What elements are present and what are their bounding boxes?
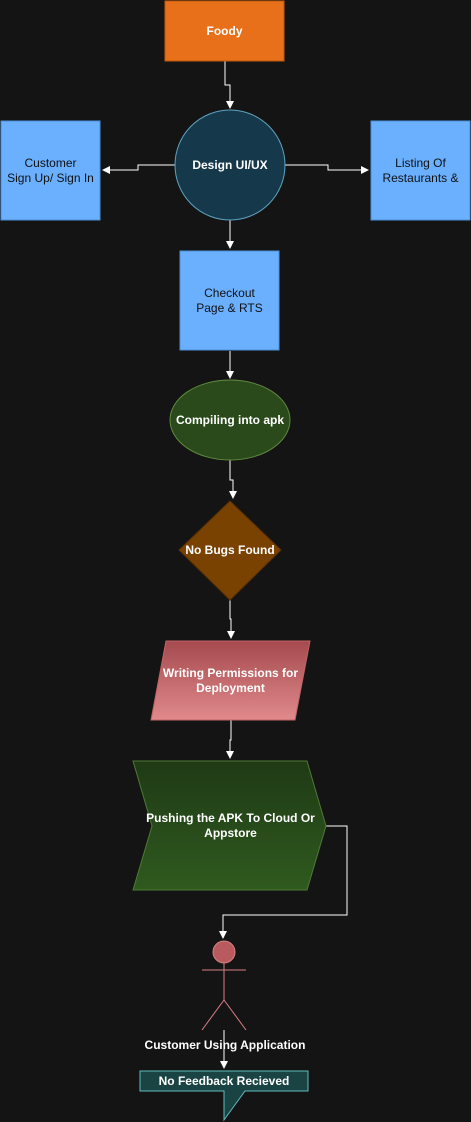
node-compiling-apk [169, 379, 291, 461]
node-design-uiux [174, 109, 286, 221]
edge-nobugs-to-permissions [227, 600, 235, 639]
foody-label: Foody [206, 23, 243, 38]
no-bugs-label: No Bugs Found [185, 543, 275, 557]
node-writing-permissions [150, 640, 311, 721]
edge-compile-to-nobugs [229, 460, 237, 499]
listing-restaurants-label: Listing Of Restaurants & [382, 155, 459, 185]
no-feedback-label: No Feedback Recieved [158, 1073, 290, 1088]
edge-foody-to-design [224, 61, 234, 109]
edge-permissions-to-push [226, 720, 234, 759]
writing-permissions-label: Writing Permissions for Deployment [162, 665, 299, 695]
customer-signup-label: Customer Sign Up/ Sign In [7, 155, 94, 185]
compiling-apk-label: Compiling into apk [176, 412, 284, 427]
checkout-label: Checkout Page & RTS [196, 285, 263, 315]
node-customer-signup [0, 120, 101, 221]
node-pushing-apk [132, 760, 327, 891]
node-no-bugs-decision [178, 500, 282, 601]
node-checkout [179, 250, 280, 351]
node-customer-actor [201, 940, 247, 1031]
node-foody [164, 0, 285, 62]
design-uiux-label: Design UI/UX [192, 157, 268, 172]
node-no-feedback-callout [139, 1070, 309, 1122]
edge-design-to-listing [285, 164, 369, 174]
node-listing-restaurants [370, 120, 471, 221]
customer-using-app-label: Customer Using Application [144, 1037, 306, 1052]
pushing-apk-label: Pushing the APK To Cloud Or Appstore [146, 810, 315, 840]
edge-push-to-customer [219, 825, 348, 939]
edge-design-to-signup [102, 164, 175, 174]
